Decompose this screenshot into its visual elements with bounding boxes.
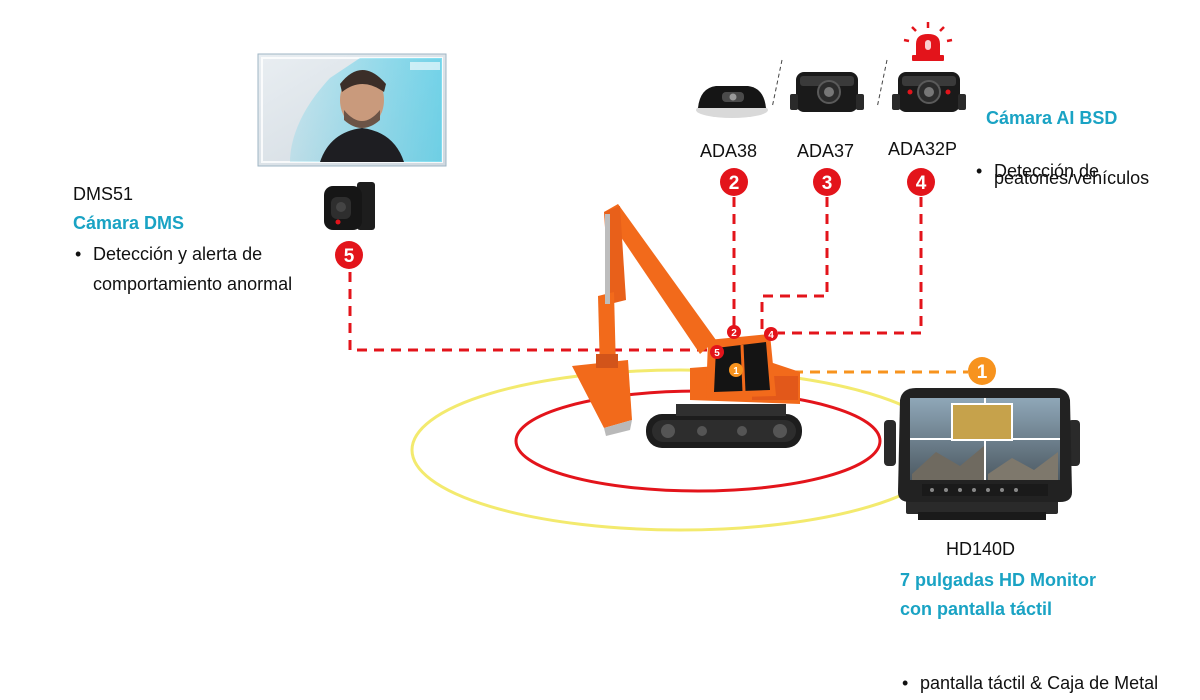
badge-ada32p-4: 4 <box>907 168 935 196</box>
svg-text:2: 2 <box>731 328 737 339</box>
bsd-title: Cámara AI BSD <box>986 108 1118 128</box>
link-dms-camera <box>348 272 712 352</box>
siren-icon <box>903 22 953 61</box>
svg-text:4: 4 <box>916 173 927 194</box>
monitor-title-line1: 7 pulgadas HD Monitor <box>900 570 1097 590</box>
monitor-bullet: pantalla táctil & Caja de Metal <box>900 672 1200 694</box>
mini-badge-5: 5 <box>710 345 724 359</box>
ada37-label: ADA37 <box>797 141 855 161</box>
badge-ada37-3: 3 <box>813 168 841 196</box>
dms-camera-icon <box>324 182 375 230</box>
camera-separator <box>771 59 783 109</box>
mini-badge-1: 1 <box>729 363 743 377</box>
monitor-illustration <box>884 388 1080 520</box>
mini-badge-2: 2 <box>727 325 741 339</box>
bsd-bullet-line1: Detección de <box>974 160 1200 182</box>
svg-text:5: 5 <box>714 348 720 359</box>
ada37-camera-icon <box>790 72 864 112</box>
svg-text:3: 3 <box>822 173 833 194</box>
ada38-camera-icon <box>696 86 768 118</box>
svg-text:1: 1 <box>733 366 739 377</box>
bsd-bullet-line2: peatones/vehículos <box>994 168 1150 188</box>
excavator-illustration <box>572 204 802 448</box>
mini-badge-4: 4 <box>764 327 778 341</box>
badge-monitor-1: 1 <box>968 357 996 385</box>
link-ada32p <box>778 197 923 335</box>
camera-separator <box>876 59 888 109</box>
monitor-model: HD140D <box>946 539 1016 559</box>
outer-detection-ring <box>410 368 950 532</box>
svg-text:2: 2 <box>729 173 740 194</box>
monitor-title-line2: con pantalla táctil <box>900 599 1053 619</box>
badge-ada38-2: 2 <box>720 168 748 196</box>
ada32p-label: ADA32P <box>888 139 958 159</box>
ada38-label: ADA38 <box>700 141 758 161</box>
svg-text:4: 4 <box>768 330 774 341</box>
svg-text:1: 1 <box>977 362 988 383</box>
dms-bullet-line1: Detección y alerta de <box>73 243 1200 265</box>
dms-bullet-line2: comportamiento anormal <box>93 274 293 294</box>
ada32p-camera-icon <box>892 72 966 112</box>
driver-face-scan <box>257 53 447 167</box>
dms-title: Cámara DMS <box>73 213 185 233</box>
dms-model: DMS51 <box>73 184 134 204</box>
